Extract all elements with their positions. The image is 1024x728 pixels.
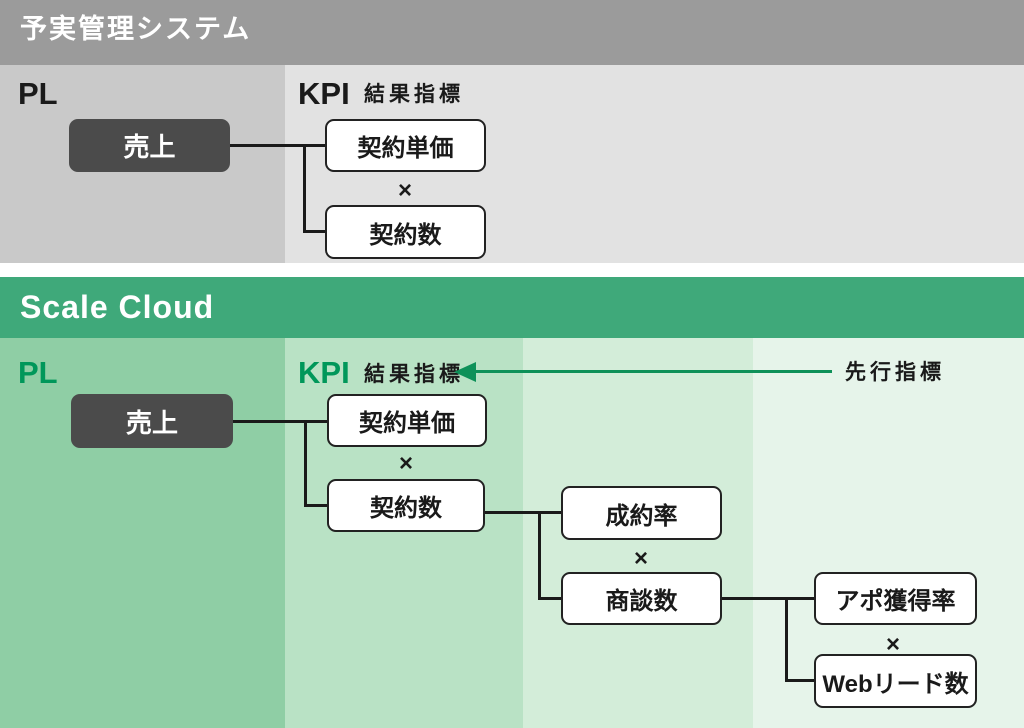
bottom-header-bar <box>0 277 1024 338</box>
top-pl-label: PL <box>18 76 58 111</box>
bottom-kpi-sublabel: 結果指標 <box>364 363 464 386</box>
connector-line <box>485 511 561 514</box>
top-node-contract-count: 契約数 <box>325 205 486 259</box>
bottom-node-appointment-rate: アポ獲得率 <box>814 572 977 625</box>
top-kpi-label: KPI <box>298 76 350 111</box>
bottom-node-contract-unit-price: 契約単価 <box>327 394 487 447</box>
bottom-node-contract-count: 契約数 <box>327 479 485 532</box>
bottom-node-close-rate: 成約率 <box>561 486 722 540</box>
bottom-node-web-leads: Webリード数 <box>814 654 977 708</box>
leading-indicator-arrow-line <box>474 370 832 373</box>
bottom-node-sales: 売上 <box>71 394 233 448</box>
connector-line <box>233 420 327 423</box>
bottom-node-meeting-count: 商談数 <box>561 572 722 625</box>
connector-line <box>538 511 541 600</box>
connector-line <box>230 144 325 147</box>
connector-line <box>303 144 306 233</box>
connector-line <box>785 679 814 682</box>
multiply-sign-level2: × <box>633 545 648 572</box>
top-multiply-sign: × <box>397 177 412 204</box>
left-arrow-icon <box>454 362 476 382</box>
bottom-kpi-label: KPI <box>298 355 350 390</box>
connector-line <box>303 230 325 233</box>
leading-indicator-label: 先行指標 <box>845 361 945 384</box>
bottom-pl-label: PL <box>18 355 58 390</box>
bottom-header-title: Scale Cloud <box>20 289 215 325</box>
multiply-sign-level3: × <box>885 631 900 658</box>
top-node-sales: 売上 <box>69 119 230 172</box>
connector-line <box>785 597 788 682</box>
top-header-bar <box>0 0 1024 65</box>
top-kpi-sublabel: 結果指標 <box>364 83 464 106</box>
connector-line <box>538 597 561 600</box>
multiply-sign-level1: × <box>398 450 413 477</box>
connector-line <box>304 504 327 507</box>
top-node-contract-unit-price: 契約単価 <box>325 119 486 172</box>
connector-line <box>722 597 814 600</box>
top-header-title: 予実管理システム <box>20 14 252 44</box>
connector-line <box>304 420 307 507</box>
